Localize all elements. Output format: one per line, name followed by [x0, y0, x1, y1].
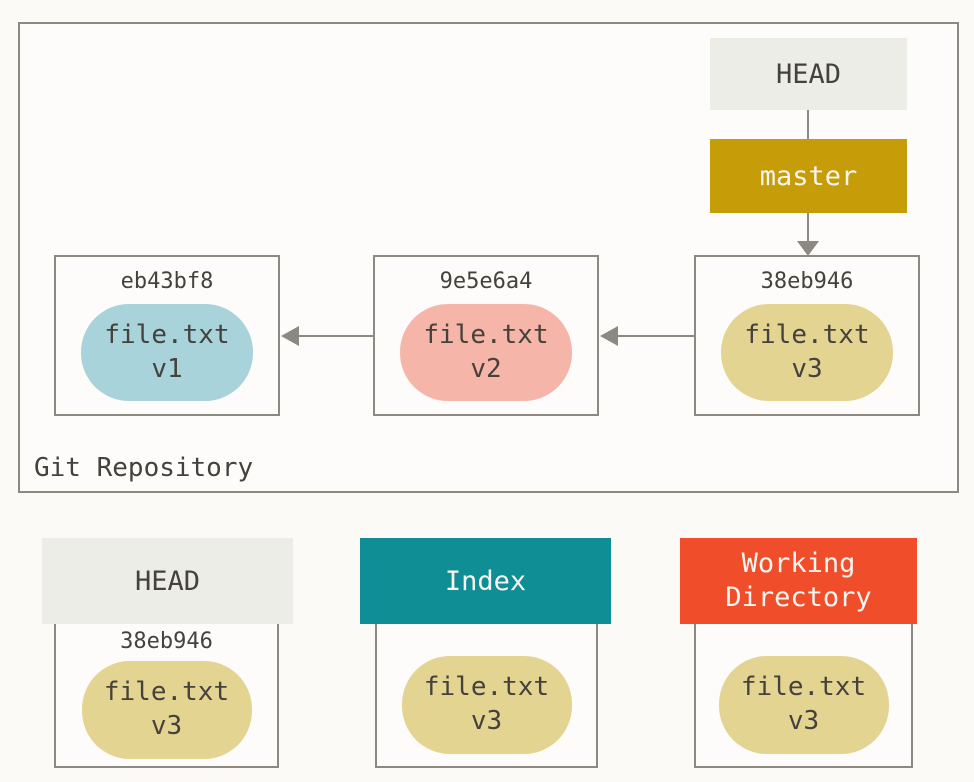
git-repository-label: Git Repository — [34, 453, 254, 483]
file-name: file.txt — [103, 677, 230, 708]
commit-box-3: 38eb946 file.txt v3 — [694, 255, 920, 416]
file-name: file.txt — [104, 319, 230, 350]
file-name: file.txt — [740, 672, 867, 703]
commit-box-2: 9e5e6a4 file.txt v2 — [373, 255, 599, 416]
file-name: file.txt — [423, 672, 550, 703]
master-to-commit-arrowhead-icon — [797, 241, 819, 256]
index-area-title: Index — [444, 565, 527, 597]
commit3-to-commit2-arrow-line — [618, 335, 695, 337]
commit3-to-commit2-arrowhead-icon — [600, 326, 618, 346]
master-branch-box: master — [710, 139, 907, 213]
file-version: v3 — [150, 711, 183, 741]
commit-hash: eb43bf8 — [120, 269, 214, 294]
file-blob: file.txt v3 — [718, 656, 889, 754]
file-name: file.txt — [744, 319, 870, 350]
commit2-to-commit1-arrowhead-icon — [281, 326, 299, 346]
file-version: v2 — [470, 353, 502, 384]
master-branch-label: master — [759, 160, 858, 192]
commit-hash: 38eb946 — [120, 629, 213, 654]
head-to-master-line — [807, 110, 809, 139]
head-area-title: HEAD — [134, 565, 201, 597]
file-blob: file.txt v3 — [401, 656, 572, 754]
commit2-to-commit1-arrow-line — [299, 335, 374, 337]
head-ref-label: HEAD — [775, 58, 842, 90]
file-name: file.txt — [423, 319, 549, 350]
file-version: v1 — [151, 353, 183, 384]
commit-box-1: eb43bf8 file.txt v1 — [54, 255, 280, 416]
index-area-header: Index — [360, 538, 611, 624]
file-version: v3 — [787, 706, 820, 736]
commit-hash: 38eb946 — [760, 269, 854, 294]
index-area-box: file.txt v3 — [375, 622, 598, 768]
file-blob: file.txt v1 — [81, 304, 253, 401]
commit-hash: 9e5e6a4 — [439, 269, 533, 294]
head-area-box: 38eb946 file.txt v3 — [54, 622, 279, 768]
head-ref-box: HEAD — [710, 38, 907, 110]
master-to-commit-line — [807, 213, 809, 242]
file-blob: file.txt v3 — [721, 304, 893, 401]
working-directory-box: file.txt v3 — [694, 622, 913, 768]
file-blob: file.txt v2 — [400, 304, 572, 401]
head-area-header: HEAD — [42, 538, 293, 624]
working-directory-title: Working Directory — [725, 548, 872, 613]
file-blob: file.txt v3 — [81, 661, 252, 759]
working-directory-header: Working Directory — [680, 538, 917, 624]
file-version: v3 — [791, 353, 823, 384]
file-version: v3 — [470, 706, 503, 736]
